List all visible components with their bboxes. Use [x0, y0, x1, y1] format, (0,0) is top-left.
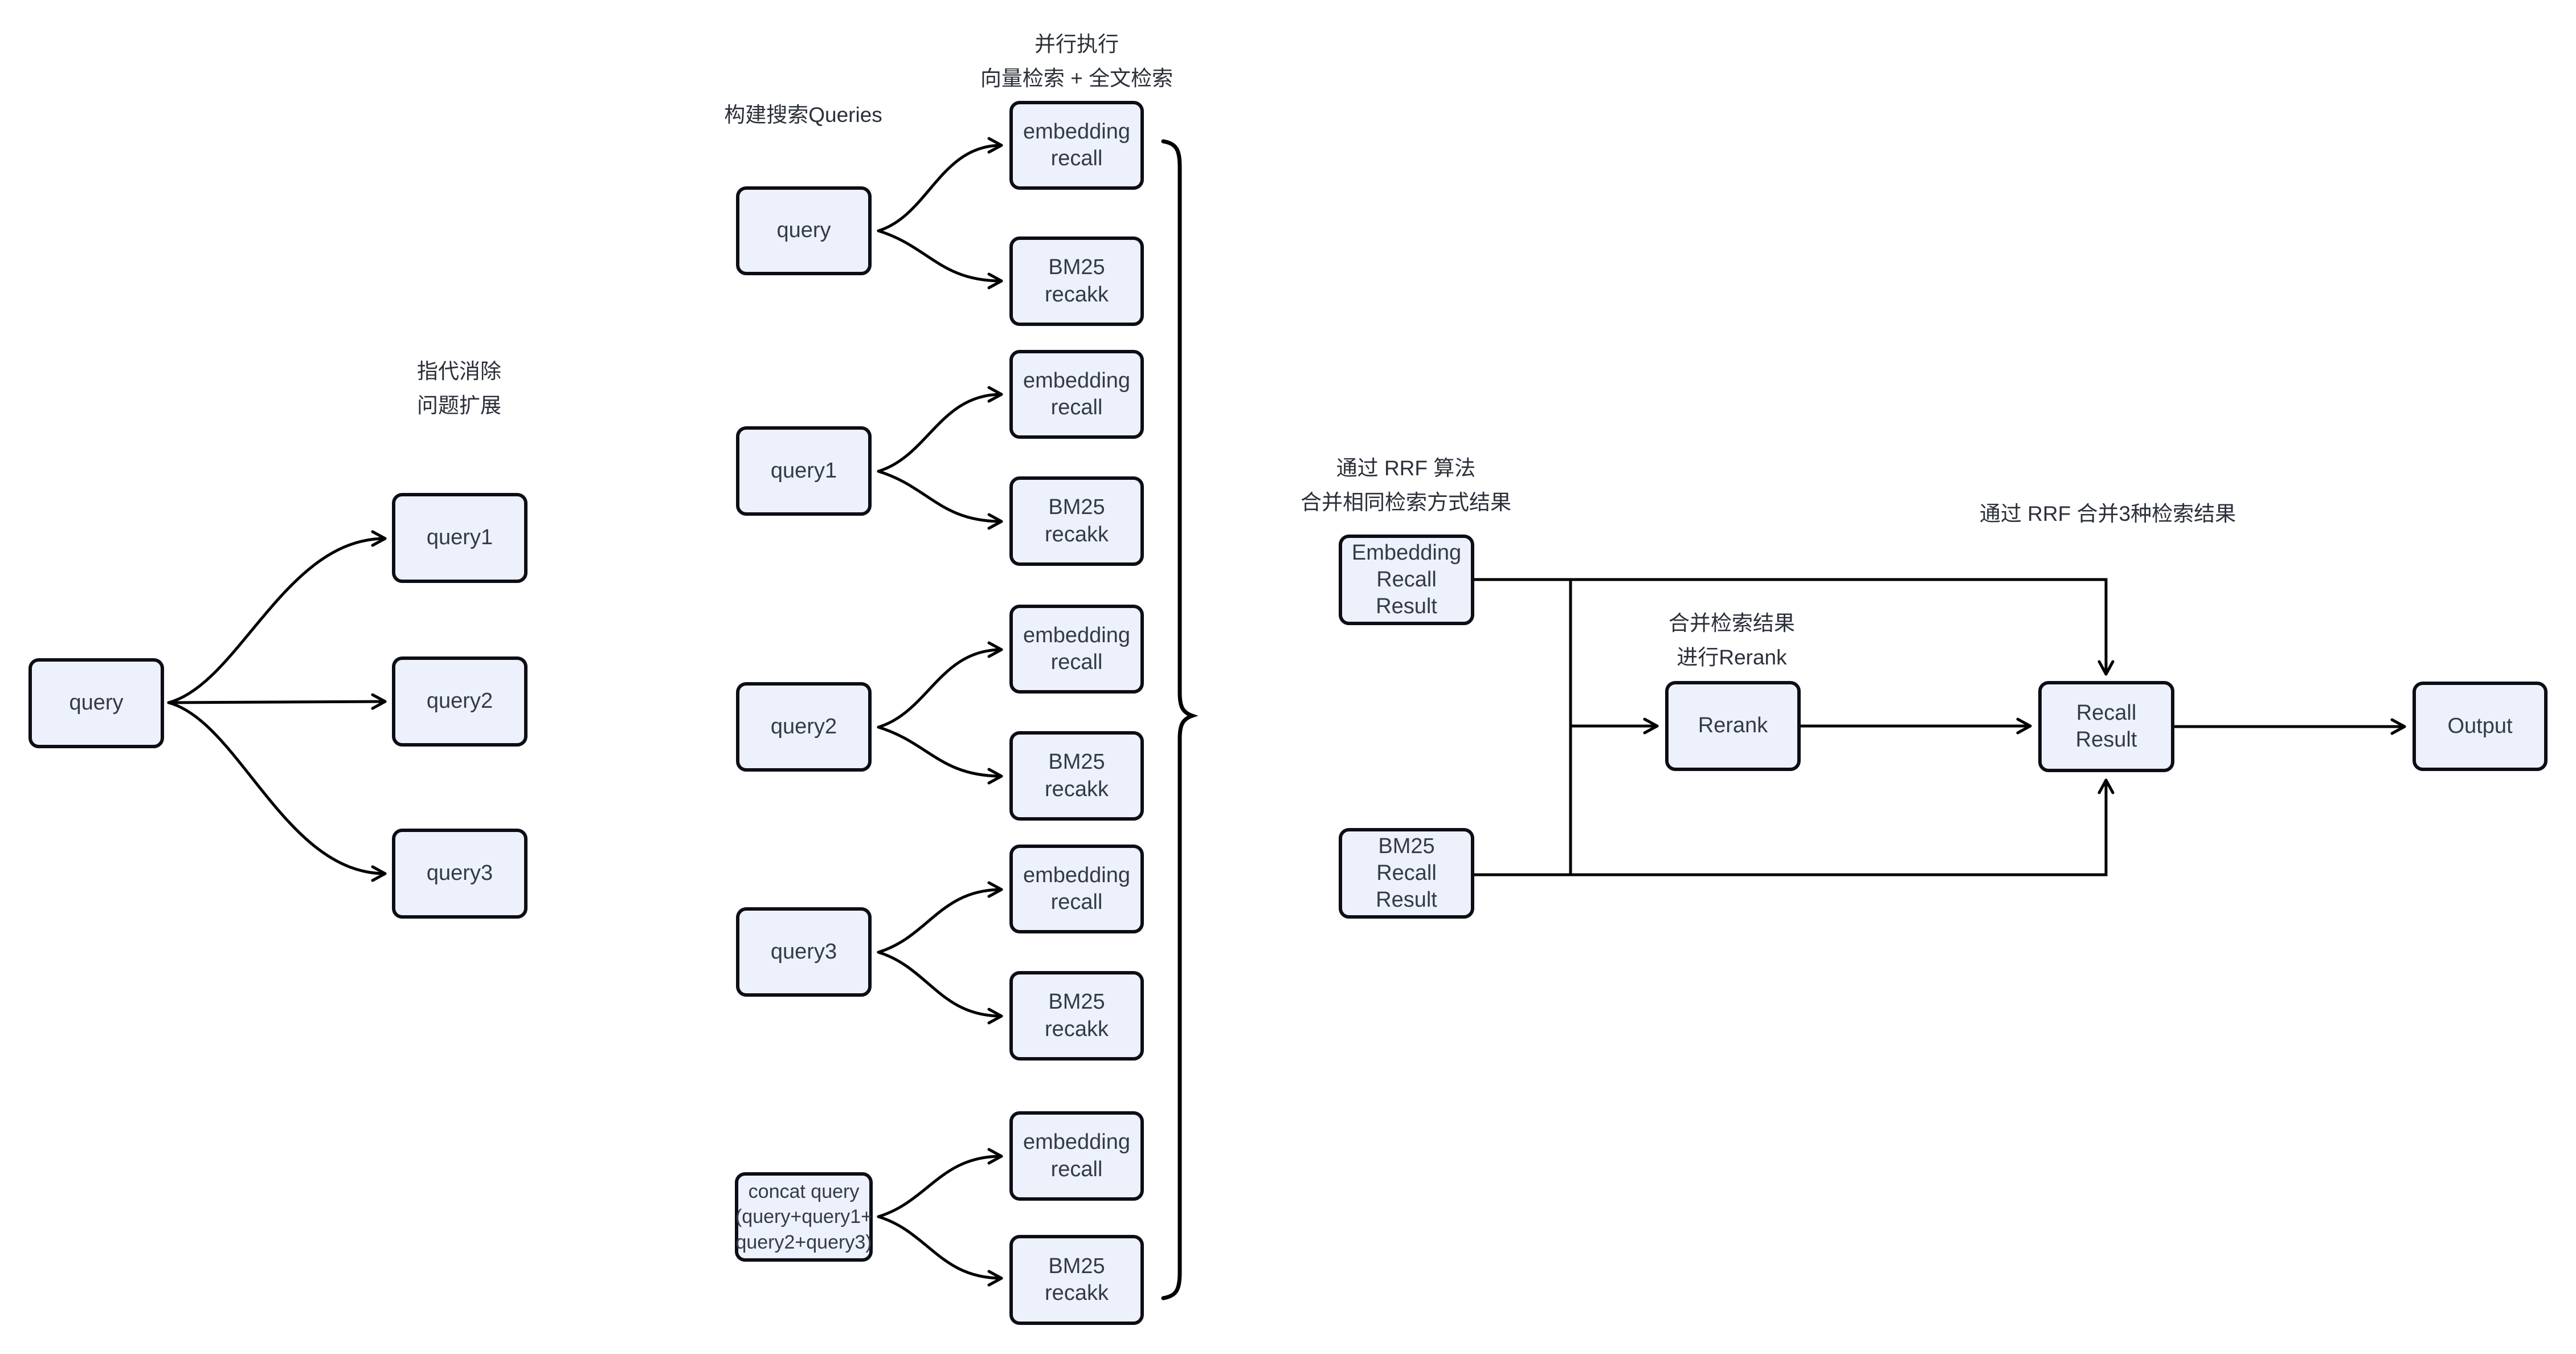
node-search-query2: query2 — [736, 682, 872, 772]
note-merge-rerank: 合并检索结果 进行Rerank — [1669, 611, 1795, 669]
edge-mq0-embedding — [877, 137, 1003, 233]
group-brace — [1161, 139, 1199, 1300]
node-embedding-recall-5: embedding recall — [1009, 1111, 1144, 1201]
node-bm25-recall-1: BM25 recakk — [1009, 236, 1144, 326]
node-rerank: Rerank — [1665, 681, 1801, 771]
node-bm25-recall-result: BM25 Recall Result — [1339, 828, 1474, 919]
node-source-query: query — [28, 658, 164, 748]
edge-bm25result-to-recallresult — [1473, 778, 2115, 876]
node-recall-result: Recall Result — [2038, 681, 2174, 772]
node-bm25-recall-2: BM25 recakk — [1009, 476, 1144, 566]
node-bm25-recall-4: BM25 recakk — [1009, 971, 1144, 1061]
node-expanded-query2: query2 — [392, 656, 528, 747]
node-expanded-query1: query1 — [392, 493, 528, 583]
note-rrf-merge-same: 通过 RRF 算法 合并相同检索方式结果 — [1301, 456, 1511, 514]
edge-mq0-bm25 — [877, 229, 1003, 289]
edge-mq3-bm25 — [877, 951, 1003, 1025]
note-coreference-expansion: 指代消除 问题扩展 — [417, 360, 501, 417]
note-parallel-execution: 并行执行 向量检索 + 全文检索 — [980, 32, 1173, 90]
node-embedding-recall-4: embedding recall — [1009, 845, 1144, 933]
node-search-query1: query1 — [736, 426, 872, 516]
note-rrf-merge-three: 通过 RRF 合并3种检索结果 — [1979, 502, 2236, 525]
edge-concat-embedding — [877, 1148, 1003, 1218]
node-embedding-recall-result: Embedding Recall Result — [1339, 535, 1474, 625]
node-expanded-query3: query3 — [392, 829, 528, 919]
edge-query-to-query3 — [167, 701, 387, 882]
node-embedding-recall-2: embedding recall — [1009, 350, 1144, 439]
edge-query-to-query1 — [167, 530, 387, 704]
edge-embresult-to-recallresult — [1473, 578, 2115, 676]
node-bm25-recall-5: BM25 recakk — [1009, 1235, 1144, 1325]
node-bm25-recall-3: BM25 recakk — [1009, 731, 1144, 821]
edge-mq1-embedding — [877, 386, 1003, 473]
edge-mq1-bm25 — [877, 470, 1003, 530]
edge-query-to-query2 — [167, 693, 387, 710]
node-embedding-recall-1: embedding recall — [1009, 101, 1144, 190]
node-concat-query: concat query (query+query1+ query2+query… — [735, 1172, 873, 1262]
node-embedding-recall-3: embedding recall — [1009, 605, 1144, 694]
edge-mq2-embedding — [877, 641, 1003, 729]
edge-concat-bm25 — [877, 1215, 1003, 1287]
note-build-queries: 构建搜索Queries — [724, 103, 882, 127]
node-output: Output — [2413, 682, 2548, 771]
edge-mq3-embedding — [877, 881, 1003, 954]
edge-mq2-bm25 — [877, 725, 1003, 785]
node-search-query3: query3 — [736, 907, 872, 997]
node-search-query: query — [736, 186, 872, 275]
